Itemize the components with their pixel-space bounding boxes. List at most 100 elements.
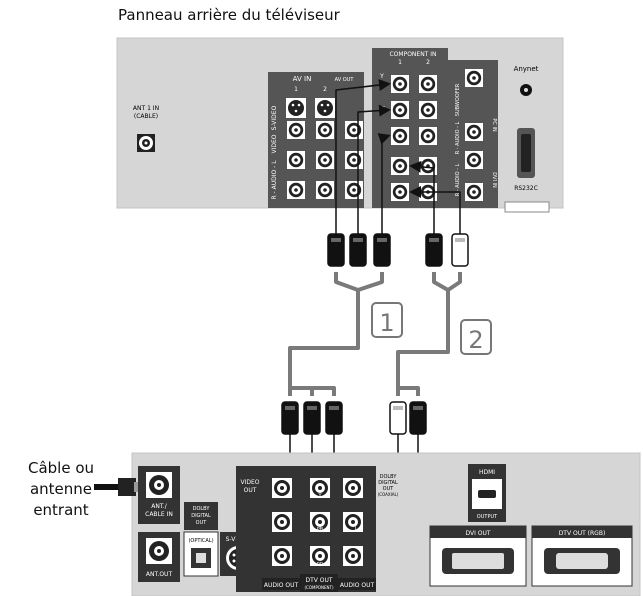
cable-1-trunk xyxy=(288,290,360,380)
svideo-jack-2 xyxy=(315,98,335,118)
incoming-cable-line-1: Câble ou xyxy=(27,459,95,477)
hdmi-block: HDMI OUTPUT xyxy=(468,464,506,522)
ant1-in-jack: ANT 1 IN (CABLE) xyxy=(133,105,159,152)
dtv-out-rgb-block: DTV OUT (RGB) xyxy=(531,525,633,587)
component-jack-6 xyxy=(419,127,437,145)
dolby-coax-line-3: OUT xyxy=(383,486,395,492)
av-rca-jack-3 xyxy=(345,121,363,139)
av-out-tab: AV OUT xyxy=(335,77,355,83)
component-jack-8 xyxy=(419,157,437,175)
stb-pr-jack xyxy=(310,546,330,566)
tv-rear-panel-caption: Panneau arrière du téléviseur xyxy=(118,6,340,24)
dolby-optical-block: DOLBY DIGITAL OUT (OPTICAL) xyxy=(183,502,219,577)
bottom-plug-5 xyxy=(409,401,427,435)
av-rca-jack-1 xyxy=(287,121,305,139)
pc-jack-2 xyxy=(465,123,483,141)
audio-out-left-label: AUDIO OUT xyxy=(264,582,299,589)
top-plug-5 xyxy=(451,233,469,267)
incoming-cable-line-3: entrant xyxy=(33,501,89,519)
av-out-block: VIDEO OUT DOLBY DIGITAL OUT (COAXIAL) Y … xyxy=(236,466,399,592)
pc-in-vertical: PC IN xyxy=(491,118,497,132)
dolby-optical-line-1: DOLBY xyxy=(193,506,211,512)
optical-label: (OPTICAL) xyxy=(188,538,213,544)
cable-number-2: 2 xyxy=(468,326,483,354)
ant1-in-label: ANT 1 IN xyxy=(133,105,159,112)
stb-audio-r-jack xyxy=(343,546,363,566)
wire-audio-l xyxy=(409,160,435,234)
top-plug-3 xyxy=(373,233,391,267)
component-jack-3 xyxy=(391,101,409,119)
bottom-plug-2 xyxy=(303,401,321,435)
component-col-1: 1 xyxy=(398,59,402,66)
av-rca-jack-8 xyxy=(316,181,334,199)
pr-label: PR xyxy=(317,562,324,568)
hdmi-label: HDMI xyxy=(479,469,495,476)
l-label: L xyxy=(355,526,358,532)
component-in-jacks xyxy=(391,75,437,201)
anynet-rs232c: Anynet RS232C xyxy=(514,65,539,192)
svideo-jack-1 xyxy=(286,98,306,118)
av-rca-jack-6 xyxy=(345,151,363,169)
rs232c-label: RS232C xyxy=(514,185,538,192)
av-in-col-1: 1 xyxy=(294,86,298,93)
cable-number-2-box: 2 xyxy=(460,319,492,355)
component-in-block: COMPONENT IN 1 2 Y PB PR xyxy=(372,48,448,208)
dvi-out-label: DVI OUT xyxy=(465,530,490,537)
component-jack-2 xyxy=(419,75,437,93)
bottom-plug-3 xyxy=(325,401,343,435)
cable-number-1: 1 xyxy=(379,309,394,337)
pc-dvi-block: SUBWOOFER R - AUDIO - L R - AUDIO - L PC… xyxy=(448,60,498,208)
cable-1-top-split xyxy=(334,272,384,292)
cable-2-bottom-split xyxy=(396,382,420,396)
wire-pb xyxy=(357,104,391,234)
dolby-coax-line-4: (COAXIAL) xyxy=(378,492,399,497)
av-rca-jack-5 xyxy=(316,151,334,169)
dvi-in-vertical: DVI IN xyxy=(491,172,497,188)
dvi-audio-vertical: R - AUDIO - L xyxy=(455,164,461,197)
dtv-out-component-line-1: DTV OUT xyxy=(305,577,332,584)
component-jack-9 xyxy=(391,183,409,201)
av-rca-jack-7 xyxy=(287,181,305,199)
pc-audio-vertical: R - AUDIO - L xyxy=(455,122,461,155)
dolby-coax-line-2: DIGITAL xyxy=(378,480,398,486)
component-jack-1 xyxy=(391,75,409,93)
stb-y-jack xyxy=(310,478,330,498)
cables xyxy=(281,79,469,557)
dolby-optical-line-2: DIGITAL xyxy=(191,513,211,519)
video-out-line-1: VIDEO xyxy=(240,479,259,486)
stb-video-out-jack xyxy=(272,478,292,498)
subwoofer-vertical: SUBWOOFER xyxy=(455,83,461,116)
pc-jack-4 xyxy=(465,183,483,201)
incoming-cable-label: Câble ou antenne entrant xyxy=(0,458,122,521)
av-rca-jack-9 xyxy=(345,181,363,199)
stb-jacks xyxy=(272,478,363,566)
av-rca-jack-2 xyxy=(316,121,334,139)
component-jack-4 xyxy=(419,101,437,119)
component-jack-7 xyxy=(391,157,409,175)
component-in-label: COMPONENT IN xyxy=(389,51,436,58)
stb-audio-r-left-jack xyxy=(272,546,292,566)
pc-dvi-jacks xyxy=(465,69,483,201)
av-in-block: AV IN AV OUT 1 2 S-VIDEO VIDEO R - AUDIO… xyxy=(268,72,364,208)
incoming-cable-line-2: antenne xyxy=(29,480,93,498)
top-plug-4 xyxy=(425,233,443,267)
cable-2-trunk xyxy=(396,290,450,382)
ant-cable-in-block: ANT./ CABLE IN ANT.OUT xyxy=(138,466,180,582)
stb-coax-jack xyxy=(343,478,363,498)
dolby-coax-line-1: DOLBY xyxy=(380,474,398,480)
av-audio-vertical: R - AUDIO - L xyxy=(271,160,278,200)
wire-audio-r xyxy=(409,186,461,234)
dvi-out-block: DVI OUT xyxy=(429,525,527,587)
dolby-optical-line-3: OUT xyxy=(196,520,208,526)
pc-jack-3 xyxy=(465,151,483,169)
video-out-line-2: OUT xyxy=(244,487,257,494)
top-plug-2 xyxy=(349,233,367,267)
r-label: R xyxy=(288,562,292,568)
dtv-out-component-line-2: (COMPONENT) xyxy=(304,585,333,590)
cable-number-1-box: 1 xyxy=(371,302,403,338)
ant-cable-in-sublabel: CABLE IN xyxy=(145,511,173,518)
top-plug-1 xyxy=(327,233,345,267)
stb-pb-jack xyxy=(310,512,330,532)
component-jack-5 xyxy=(391,127,409,145)
tv-rear-panel: ANT 1 IN (CABLE) AV IN AV OUT 1 2 S-VIDE… xyxy=(116,37,564,213)
